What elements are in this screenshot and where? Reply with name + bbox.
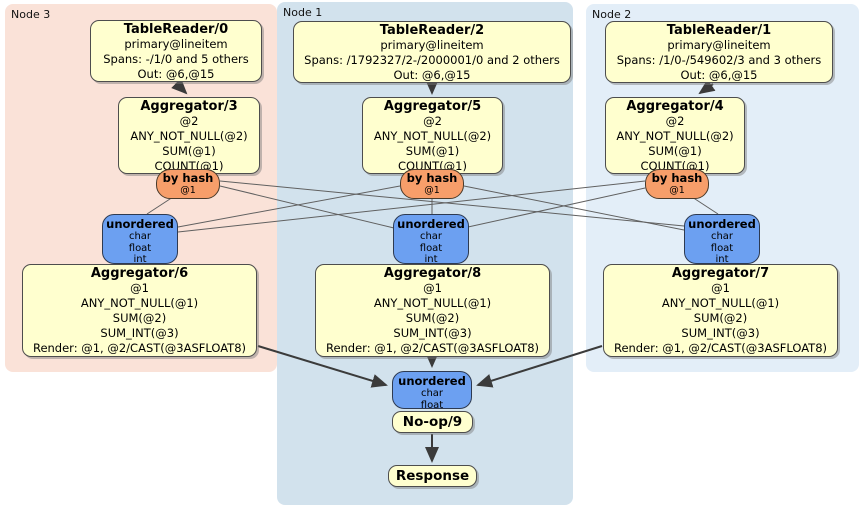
processor-line: SUM_INT(@3) <box>681 326 760 340</box>
processor-title: TableReader/2 <box>379 23 485 38</box>
processor-line: SUM_INT(@3) <box>100 326 179 340</box>
processor-line: ANY_NOT_NULL(@2) <box>616 129 734 143</box>
edge-hash5-un3 <box>177 185 401 228</box>
processor-line: Render: @1, @2/CAST(@3ASFLOAT8) <box>613 341 828 355</box>
processor-line: Out: @6,@15 <box>393 68 471 82</box>
processor-tablereader-0: TableReader/0 primary@lineitem Spans: -/… <box>90 20 262 82</box>
sync-unordered-final: unordered char float <box>392 371 472 411</box>
processor-line: SUM(@2) <box>693 311 748 325</box>
processor-line: @1 <box>130 281 149 295</box>
processor-line: ANY_NOT_NULL(@1) <box>80 296 199 310</box>
sync-line: char <box>419 231 443 242</box>
sync-line: char <box>420 388 444 399</box>
processor-aggregator-3: Aggregator/3 @2 ANY_NOT_NULL(@2) SUM(@1)… <box>118 97 260 174</box>
processor-line: Spans: /1792327/2-/2000001/0 and 2 other… <box>304 53 560 67</box>
processor-line: SUM_INT(@3) <box>393 326 472 340</box>
edge-hash3-un7 <box>219 180 685 227</box>
processor-line: SUM(@1) <box>162 144 216 158</box>
edge-hash3-un8 <box>219 185 395 229</box>
processor-title: Aggregator/6 <box>90 266 189 281</box>
processor-line: @1 <box>423 281 442 295</box>
processor-aggregator-6: Aggregator/6 @1 ANY_NOT_NULL(@1) SUM(@2)… <box>22 264 257 357</box>
processor-line: SUM(@2) <box>405 311 460 325</box>
sync-line: float <box>128 242 152 254</box>
router-by-hash-4: by hash @1 <box>645 169 709 199</box>
processor-title: Response <box>395 468 470 484</box>
processor-line: @2 <box>423 114 442 128</box>
region-node3-label: Node 3 <box>11 8 51 21</box>
router-title: by hash <box>162 171 214 185</box>
processor-tablereader-2: TableReader/2 primary@lineitem Spans: /1… <box>293 21 571 83</box>
sync-title: unordered <box>397 217 465 231</box>
sync-line: char <box>128 231 152 242</box>
processor-line: ANY_NOT_NULL(@1) <box>373 296 492 310</box>
processor-line: @1 <box>711 281 730 295</box>
sync-unordered-node1: unordered char float int <box>393 214 469 265</box>
processor-line: ANY_NOT_NULL(@1) <box>661 296 780 310</box>
router-line: @1 <box>669 185 685 196</box>
processor-line: Spans: /1/0-/549602/3 and 3 others <box>616 53 822 67</box>
processor-line: primary@lineitem <box>380 38 484 52</box>
processor-title: Aggregator/7 <box>671 266 770 281</box>
processor-aggregator-4: Aggregator/4 @2 ANY_NOT_NULL(@2) SUM(@1)… <box>605 97 745 174</box>
processor-line: ANY_NOT_NULL(@2) <box>130 129 248 143</box>
processor-title: Aggregator/3 <box>140 99 238 114</box>
processor-line: SUM(@2) <box>112 311 167 325</box>
sync-line: int <box>715 254 729 265</box>
edge-hash4-un7 <box>691 196 719 215</box>
sync-title: unordered <box>106 217 174 231</box>
processor-aggregator-8: Aggregator/8 @1 ANY_NOT_NULL(@1) SUM(@2)… <box>315 264 550 357</box>
processor-line: primary@lineitem <box>667 38 771 52</box>
processor-line: SUM(@1) <box>648 144 702 158</box>
edge-hash5-un7 <box>463 185 685 231</box>
router-title: by hash <box>406 171 458 185</box>
region-node2-label: Node 2 <box>592 8 632 21</box>
sync-title: unordered <box>688 217 756 231</box>
sync-line: int <box>424 254 438 265</box>
router-by-hash-3: by hash @1 <box>156 169 220 199</box>
processor-noop-9: No-op/9 <box>392 411 473 433</box>
processor-response: Response <box>388 465 477 487</box>
sync-unordered-node2: unordered char float int <box>684 214 760 265</box>
sync-line: float <box>710 242 734 254</box>
processor-title: Aggregator/8 <box>383 266 482 281</box>
processor-line: Out: @6,@15 <box>680 68 758 82</box>
processor-line: @2 <box>665 114 685 128</box>
sync-title: unordered <box>398 374 466 388</box>
processor-title: TableReader/0 <box>123 22 229 37</box>
edge-hash4-un3 <box>177 180 646 233</box>
processor-line: Render: @1, @2/CAST(@3ASFLOAT8) <box>325 341 540 355</box>
processor-title: No-op/9 <box>402 414 463 430</box>
sync-line: float <box>420 399 444 411</box>
edge-agg6-unfinal <box>257 345 388 388</box>
router-title: by hash <box>651 171 703 185</box>
processor-title: TableReader/1 <box>666 23 772 38</box>
edge-hash4-un8 <box>467 187 646 228</box>
processor-title: Aggregator/4 <box>626 99 724 114</box>
processor-aggregator-7: Aggregator/7 @1 ANY_NOT_NULL(@1) SUM(@2)… <box>603 264 838 357</box>
router-by-hash-5: by hash @1 <box>400 169 464 199</box>
sync-line: int <box>133 254 147 265</box>
processor-line: Render: @1, @2/CAST(@3ASFLOAT8) <box>32 341 247 355</box>
processor-line: Spans: -/1/0 and 5 others <box>103 52 249 66</box>
sync-unordered-node3: unordered char float int <box>102 214 178 265</box>
sync-line: float <box>419 242 443 254</box>
router-line: @1 <box>424 185 440 196</box>
sync-line: char <box>710 231 734 242</box>
processor-line: primary@lineitem <box>124 37 228 51</box>
processor-title: Aggregator/5 <box>383 99 482 114</box>
edge-tr0-agg3 <box>171 78 188 95</box>
region-node1-label: Node 1 <box>283 6 323 19</box>
edge-hash3-un3 <box>146 196 174 215</box>
edge-agg7-unfinal <box>476 345 603 388</box>
processor-aggregator-5: Aggregator/5 @2 ANY_NOT_NULL(@2) SUM(@1)… <box>362 97 503 174</box>
processor-tablereader-1: TableReader/1 primary@lineitem Spans: /1… <box>605 21 833 83</box>
processor-line: @2 <box>179 114 199 128</box>
edge-tr1-agg4 <box>698 79 716 95</box>
processor-line: ANY_NOT_NULL(@2) <box>373 129 492 143</box>
processor-line: Out: @6,@15 <box>137 67 215 81</box>
processor-line: SUM(@1) <box>405 144 460 158</box>
router-line: @1 <box>180 185 196 196</box>
